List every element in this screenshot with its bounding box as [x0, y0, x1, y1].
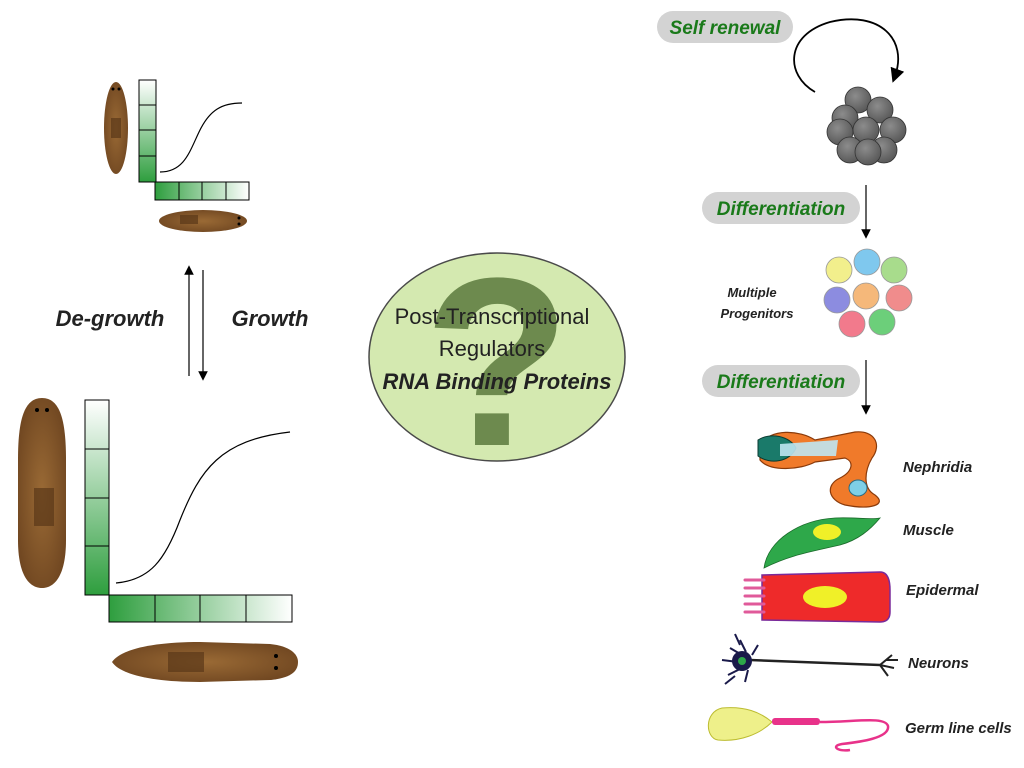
multiple-progenitors-line2: Progenitors — [721, 306, 794, 321]
germ-line-icon — [707, 707, 890, 752]
small-growth-curve — [159, 102, 243, 173]
cell-type-epidermal: Epidermal — [906, 582, 979, 599]
center-line-2: Regulators — [439, 336, 545, 361]
large-worm-horizontal — [112, 642, 298, 682]
differentiation-label-1: Differentiation — [717, 199, 845, 220]
small-horizontal-bar — [154, 181, 250, 201]
small-vertical-bar — [138, 79, 157, 183]
large-worm-vertical — [18, 398, 66, 588]
degrowth-label: De-growth — [56, 306, 165, 331]
self-renewal-loop-arrow — [793, 18, 905, 93]
nephridia-icon — [757, 431, 880, 508]
differentiation-pill-1: Differentiation — [702, 192, 860, 224]
center-line-1: Post-Transcriptional — [395, 304, 590, 329]
large-growth-chart — [18, 398, 298, 682]
center-line-3: RNA Binding Proteins — [383, 369, 612, 394]
question-mark: ? — [424, 228, 571, 496]
cell-type-neurons: Neurons — [908, 655, 969, 672]
cell-type-germ-line: Germ line cells — [905, 720, 1012, 737]
cell-type-muscle: Muscle — [903, 522, 954, 539]
large-growth-curve — [115, 431, 291, 584]
large-horizontal-bar — [108, 594, 293, 623]
differentiation-label-2: Differentiation — [717, 372, 845, 393]
large-vertical-bar — [84, 399, 110, 596]
small-worm-vertical — [104, 82, 128, 174]
differentiation-pill-2: Differentiation — [702, 365, 860, 397]
epidermal-icon — [743, 571, 891, 623]
self-renewal-pill: Self renewal — [657, 11, 793, 43]
cell-type-nephridia: Nephridia — [903, 459, 972, 476]
multiple-progenitors-line1: Multiple — [727, 285, 776, 300]
stem-cell-cluster — [826, 86, 907, 166]
growth-label: Growth — [232, 306, 309, 331]
progenitor-cluster — [823, 248, 913, 338]
muscle-icon — [763, 517, 882, 569]
neurons-icon — [721, 633, 898, 685]
small-worm-horizontal — [159, 210, 247, 232]
central-regulator-bubble: ? Post-Transcriptional Regulators RNA Bi… — [368, 228, 626, 496]
small-growth-chart — [104, 79, 250, 232]
self-renewal-label: Self renewal — [670, 18, 782, 39]
